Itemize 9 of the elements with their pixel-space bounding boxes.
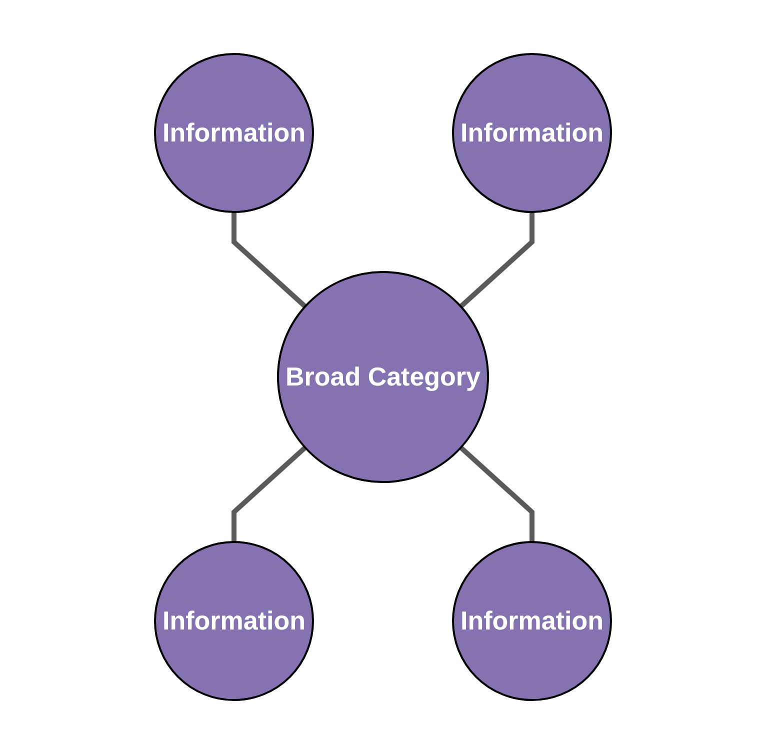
- connector: [458, 446, 534, 542]
- node-circle: Information: [154, 52, 314, 213]
- connector: [231, 446, 306, 542]
- connector: [231, 212, 306, 308]
- node-circle: Information: [452, 541, 612, 702]
- node-circle: Information: [154, 541, 314, 702]
- connector: [458, 212, 534, 308]
- node-circle: Information: [452, 52, 612, 213]
- node-circle: Broad Category: [276, 270, 489, 484]
